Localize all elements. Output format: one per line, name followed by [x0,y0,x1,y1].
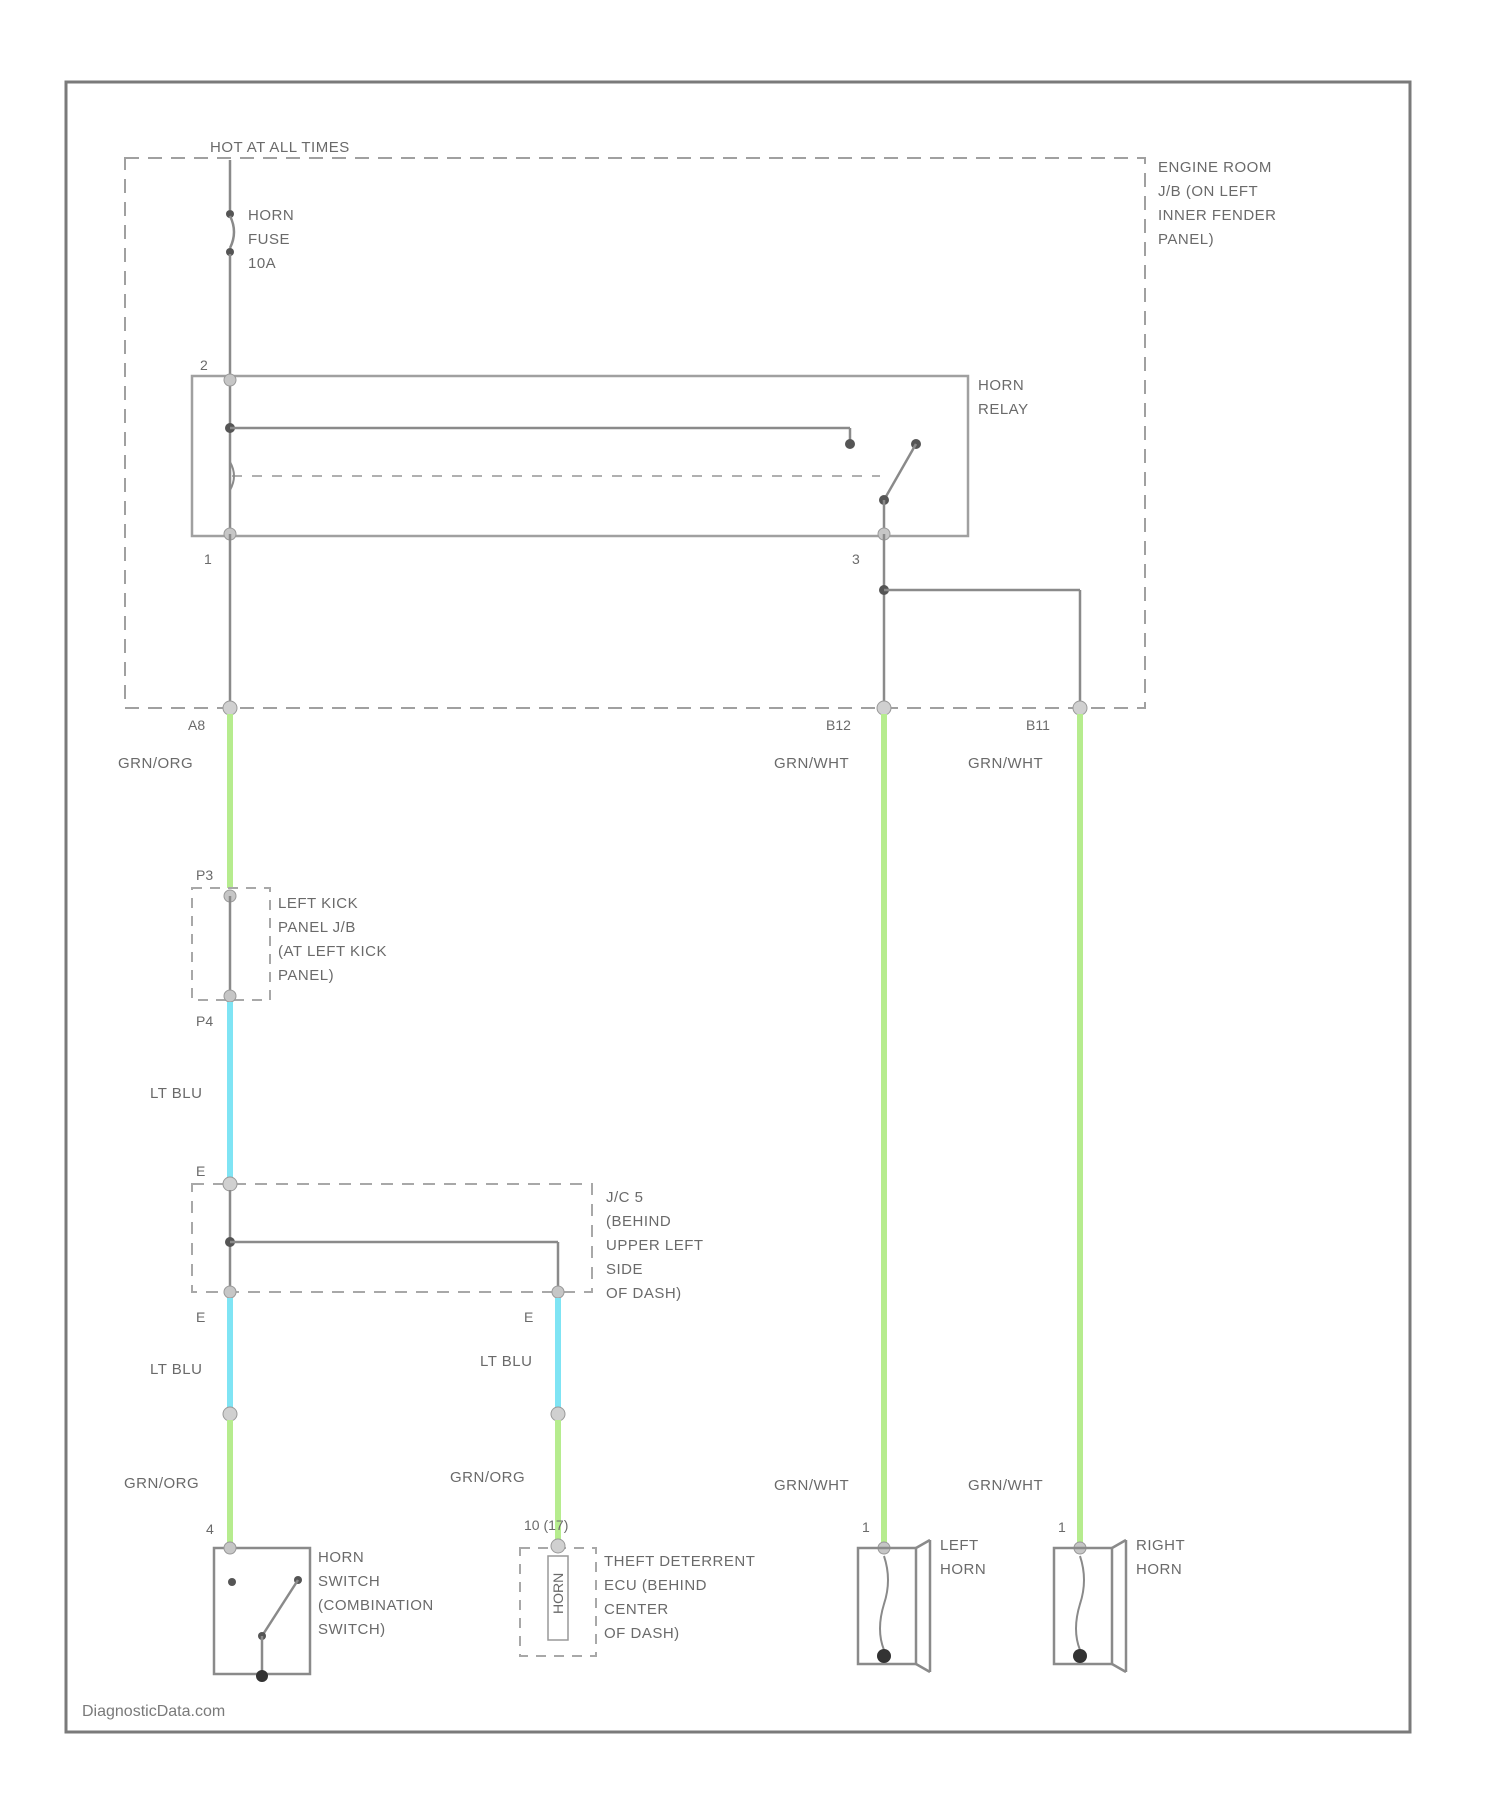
relay-label-2: RELAY [978,401,1029,418]
wire-color-right-lower: GRN/WHT [968,1477,1043,1494]
theft-ecu-pin: 10 (17) [524,1517,568,1533]
wire-color-mid-upper: GRN/WHT [774,755,849,772]
kick-jb-label-2: PANEL J/B [278,919,356,936]
diagram-frame [66,82,1410,1732]
jc5-pin-top: E [196,1163,205,1179]
theft-ecu-label-2: ECU (BEHIND [604,1577,707,1594]
jb-pin-b11: B11 [1026,717,1050,733]
fuse-label-line2: FUSE [248,231,290,248]
jc5-label-5: OF DASH) [606,1285,682,1302]
wire-color-lt-blu-3: LT BLU [480,1353,532,1370]
wire-color-lt-blu-1: LT BLU [150,1085,202,1102]
wire-color-left-lower: GRN/ORG [124,1475,199,1492]
horn-switch-label-3: (COMBINATION [318,1597,434,1614]
jb-pin-a8: A8 [188,717,205,733]
horn-switch-label-1: HORN [318,1549,364,1566]
engine-jb-label-2: J/B (ON LEFT [1158,183,1258,200]
horn-switch-label-2: SWITCH [318,1573,380,1590]
wire-color-left-upper: GRN/ORG [118,755,193,772]
horn-switch-pin: 4 [206,1521,214,1537]
wire-color-lt-blu-2: LT BLU [150,1361,202,1378]
left-horn-label-2: HORN [940,1561,986,1578]
engine-jb-label-1: ENGINE ROOM [1158,159,1272,176]
kick-jb-label-4: PANEL) [278,967,334,984]
horn-switch-contact [262,1580,298,1636]
kick-jb-label-3: (AT LEFT KICK [278,943,387,960]
relay-pin-3: 3 [852,551,860,567]
left-horn-label-1: LEFT [940,1537,979,1554]
horn-fuse-symbol [230,216,234,248]
wire-color-ecu-lower: GRN/ORG [450,1469,525,1486]
left-horn-pin: 1 [862,1519,870,1535]
jb-pin-b12: B12 [826,717,851,733]
right-horn-label-1: RIGHT [1136,1537,1185,1554]
jc5-label-2: (BEHIND [606,1213,671,1230]
theft-ecu-label-1: THEFT DETERRENT [604,1553,755,1570]
wire-color-right-upper: GRN/WHT [968,755,1043,772]
theft-ecu-label-4: OF DASH) [604,1625,680,1642]
jc5-label-3: UPPER LEFT [606,1237,704,1254]
relay-switch-contact [884,444,916,500]
relay-label-1: HORN [978,377,1024,394]
ground-symbol [256,1670,268,1682]
relay-pin-1: 1 [204,551,212,567]
right-horn-pin: 1 [1058,1519,1066,1535]
wire-color-mid-lower: GRN/WHT [774,1477,849,1494]
jc5-pin-bl: E [196,1309,205,1325]
theft-ecu-inner-label: HORN [550,1573,566,1614]
jc5-label-4: SIDE [606,1261,643,1278]
jc5-box [192,1184,592,1292]
fuse-label-line3: 10A [248,255,276,272]
relay-pin-2: 2 [200,357,208,373]
jc5-label-1: J/C 5 [606,1189,644,1206]
kick-jb-label-1: LEFT KICK [278,895,358,912]
right-horn-label-2: HORN [1136,1561,1182,1578]
kick-pin-p3: P3 [196,867,213,883]
theft-ecu-label-3: CENTER [604,1601,669,1618]
engine-jb-label-4: PANEL) [1158,231,1214,248]
horn-relay-box [192,376,968,536]
watermark-text: DiagnosticData.com [82,1703,225,1720]
horn-switch-label-4: SWITCH) [318,1621,386,1638]
engine-jb-label-3: INNER FENDER [1158,207,1277,224]
fuse-label-line1: HORN [248,207,294,224]
jc5-pin-br: E [524,1309,533,1325]
kick-pin-p4: P4 [196,1013,213,1029]
supply-label: HOT AT ALL TIMES [210,139,350,156]
